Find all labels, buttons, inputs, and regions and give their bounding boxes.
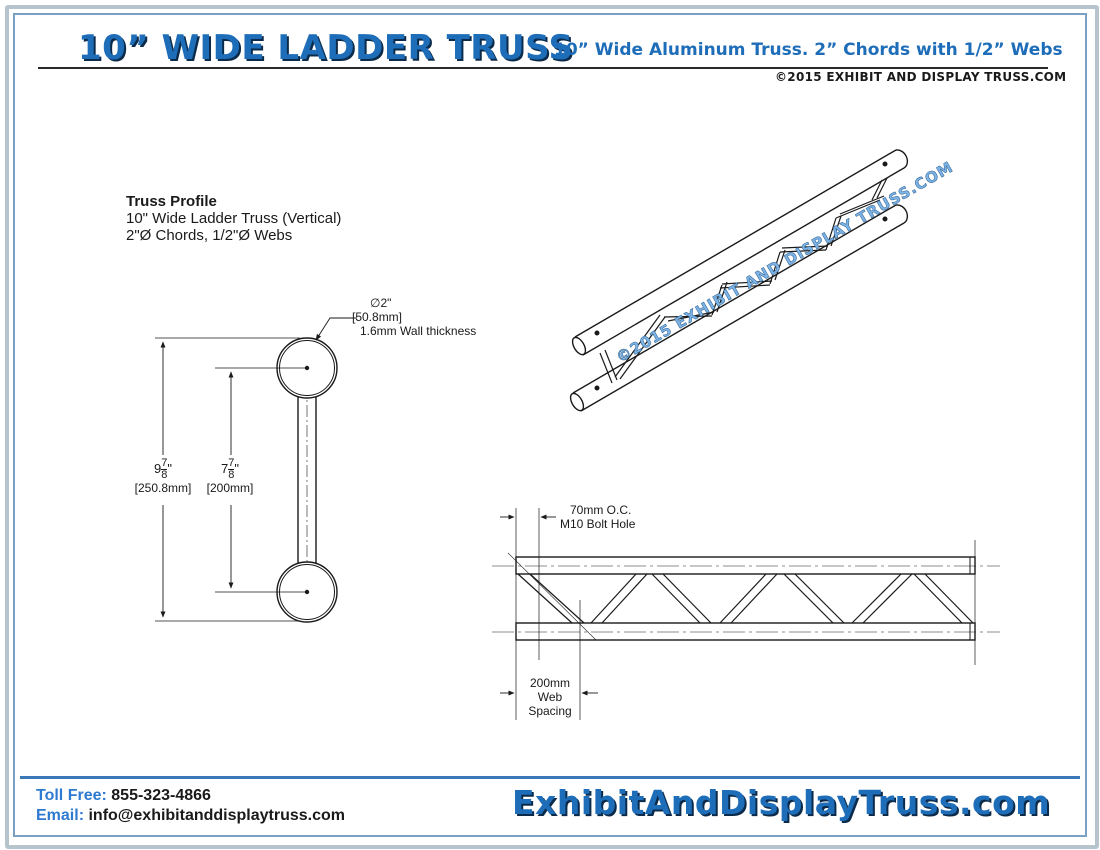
overall-unit: " (167, 460, 172, 476)
bolt-dim-label: 70mm O.C. M10 Bolt Hole (560, 503, 635, 531)
page-subtitle: 10” Wide Aluminum Truss. 2” Chords with … (554, 40, 1063, 60)
web-dim-word: Web (537, 690, 563, 704)
phone-number[interactable]: 855-323-4866 (111, 787, 211, 804)
footer-divider (20, 776, 1080, 779)
iso-bolt-hole (594, 385, 600, 391)
center-metric: [200mm] (206, 481, 254, 495)
side-view (492, 508, 1000, 720)
email-label: Email: (36, 807, 85, 824)
profile-line-1: 10" Wide Ladder Truss (Vertical) (126, 210, 342, 227)
iso-upper-chord-bottom-edge (582, 167, 905, 356)
overall-whole: 9 (154, 460, 162, 476)
bolt-hole: M10 Bolt Hole (560, 517, 636, 531)
web-dim-value: 200mm (529, 676, 570, 690)
overall-metric: [250.8mm] (134, 481, 192, 495)
side-construction-line (507, 552, 597, 641)
isometric-view: ©2015 EXHIBIT AND DISPLAY TRUSS.COM (569, 149, 957, 412)
iso-upper-chord-far-end (895, 149, 909, 169)
iso-lower-chord-end (569, 392, 585, 412)
web-dim-spacing: Spacing (528, 704, 572, 718)
iso-bolt-hole (882, 161, 888, 167)
iso-bolt-hole (882, 216, 888, 222)
iso-upper-chord-end (571, 336, 587, 356)
chord-dim-label: ∅2" [50.8mm] 1.6mm Wall thickness (340, 296, 476, 338)
bolt-oc: 70mm O.C. (570, 503, 632, 517)
center-num: 7 (228, 457, 235, 470)
chord-size: 2" (380, 296, 392, 310)
iso-lower-chord-bottom-edge (580, 222, 905, 412)
truss-profile-note: Truss Profile 10" Wide Ladder Truss (Ver… (126, 193, 341, 244)
diameter-symbol: ∅ (370, 296, 381, 310)
iso-watermark: ©2015 EXHIBIT AND DISPLAY TRUSS.COM (613, 158, 956, 367)
email-link[interactable]: info@exhibitanddisplaytruss.com (88, 807, 345, 824)
overall-num: 7 (161, 457, 168, 470)
chord-wall: 1.6mm Wall thickness (360, 324, 477, 338)
top-chord-center (304, 365, 310, 371)
footer-contact: Toll Free: 855-323-4866 Email: info@exhi… (36, 786, 345, 826)
outer-frame (5, 5, 1099, 849)
bottom-chord-center (304, 589, 310, 595)
page-title: 10” WIDE LADDER TRUSS (78, 28, 574, 68)
phone-label: Toll Free: (36, 787, 107, 804)
iso-bolt-hole (594, 330, 600, 336)
web-dim-label: 200mm Web Spacing (520, 676, 580, 718)
iso-webs (599, 177, 888, 384)
chord-metric: [50.8mm] (352, 310, 403, 324)
profile-line-2: 2"Ø Chords, 1/2"Ø Webs (126, 227, 293, 244)
iso-lower-chord-far-end (895, 204, 909, 224)
copyright-notice: ©2015 EXHIBIT AND DISPLAY TRUSS.COM (775, 70, 1067, 84)
inner-frame (13, 13, 1087, 837)
side-webs (517, 573, 974, 624)
iso-upper-chord-top-edge (574, 149, 897, 338)
side-bottom-chord (515, 622, 976, 641)
profile-title: Truss Profile (126, 193, 217, 210)
side-centerlines (492, 565, 1000, 633)
footer-brand-link[interactable]: ExhibitAndDisplayTruss.com (512, 783, 1051, 822)
center-whole: 7 (221, 460, 229, 476)
profile-view (155, 317, 357, 623)
side-top-chord (515, 556, 976, 575)
center-den: 8 (228, 469, 235, 481)
overall-den: 8 (161, 469, 168, 481)
title-divider (38, 67, 1048, 69)
chord-leader (315, 317, 357, 341)
center-unit: " (234, 460, 239, 476)
